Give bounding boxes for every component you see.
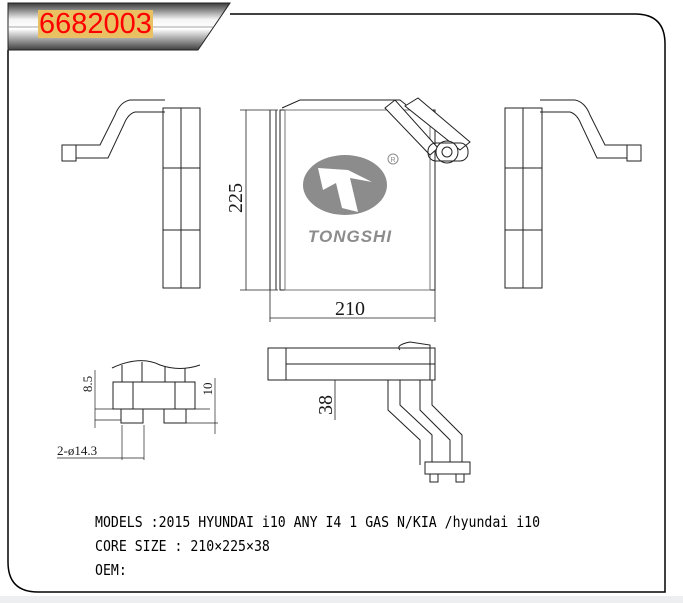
oem-line: OEM:	[95, 561, 127, 579]
dimension-height	[240, 109, 278, 291]
bottom-strip	[0, 596, 683, 603]
models-line: MODELS :2015 HYUNDAI i10 ANY I4 1 GAS N/…	[95, 513, 541, 531]
front-view	[269, 97, 471, 291]
dimension-width-label: 210	[335, 298, 365, 320]
fitting-detail	[57, 360, 218, 460]
core-size-line: CORE SIZE : 210×225×38	[95, 537, 270, 555]
logo-brand-text: TONGSHI	[308, 227, 392, 246]
fitting-diameter-label: 2-ø14.3	[57, 443, 97, 458]
dimension-depth-label: 38	[315, 395, 337, 415]
fitting-offset-label: 10	[200, 383, 215, 396]
left-side-view	[61, 99, 201, 289]
bottom-view	[267, 341, 471, 483]
frame-border	[7, 13, 666, 593]
part-number: 6682003	[38, 8, 153, 40]
dimension-width	[269, 290, 436, 322]
spec-block: MODELS :2015 HYUNDAI i10 ANY I4 1 GAS N/…	[95, 510, 540, 582]
dimension-height-label: 225	[225, 183, 247, 213]
registered-mark: R	[390, 157, 395, 164]
flange-offset-label: 8.5	[80, 376, 95, 392]
tongshi-logo: R TONGSHI	[303, 153, 399, 246]
right-side-view	[504, 99, 642, 289]
